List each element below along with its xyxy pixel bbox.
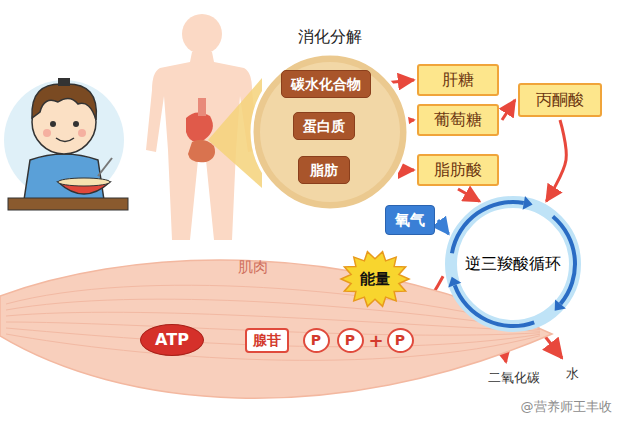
- brown-box: 脂肪: [298, 156, 350, 184]
- flow-arrow: [502, 100, 515, 120]
- cycle-arrowhead: [448, 277, 461, 288]
- product-label: 水: [566, 365, 579, 383]
- yellow-box: 肝糖: [417, 64, 499, 96]
- node-text: 肌肉: [238, 258, 268, 276]
- node-text: 氧气: [395, 211, 425, 229]
- node-text: 碳水化合物: [291, 76, 361, 93]
- pcirc-box: P: [303, 328, 330, 353]
- blue-box: 氧气: [385, 205, 435, 235]
- node-text: 葡萄糖: [434, 110, 482, 129]
- child-eating-part: [43, 129, 51, 137]
- pcirc-box: P: [337, 328, 364, 353]
- child-eating-part: [8, 198, 128, 210]
- brown-box: 碳水化合物: [281, 70, 371, 98]
- node-text: 丙酮酸: [536, 90, 584, 109]
- child-eating-part: [32, 84, 97, 120]
- body-silhouette-part: [198, 98, 206, 116]
- plus-sign: +: [368, 330, 383, 351]
- node-text: P: [311, 332, 321, 349]
- watermark: @营养师王丰收: [521, 398, 612, 416]
- atp-box: ATP: [140, 324, 204, 356]
- node-text: 能量: [360, 270, 390, 288]
- node-text: 脂肪酸: [434, 160, 482, 179]
- product-label: 二氧化碳: [488, 369, 540, 387]
- child-eating-part: [4, 80, 124, 200]
- node-text: 脂肪: [310, 162, 338, 179]
- node-text: 消化分解: [298, 27, 362, 46]
- child-eating-part: [98, 158, 112, 176]
- body-silhouette-part: [188, 140, 215, 163]
- muscle-fiber: [6, 285, 540, 328]
- cycle-arrow: [450, 200, 524, 254]
- node-text: P: [395, 332, 405, 349]
- yellow-box: 脂肪酸: [417, 154, 499, 186]
- node-text: 肝糖: [442, 70, 474, 89]
- yellow-box: 葡萄糖: [417, 104, 499, 136]
- node-text: ATP: [155, 330, 189, 349]
- flow-arrow: [438, 220, 449, 234]
- cycle-arrowhead: [555, 299, 566, 310]
- child-eating-part: [56, 138, 74, 142]
- child-eating-part: [50, 121, 56, 127]
- muscle-fiber: [6, 299, 540, 330]
- child-eating-part: [58, 78, 70, 86]
- cycle-shape: 逆三羧酸循环: [443, 194, 583, 334]
- yellow-box: 丙酮酸: [518, 83, 602, 117]
- node-text: P: [345, 332, 355, 349]
- star-shape: 能量: [340, 250, 410, 308]
- zoom-circle-inner: [260, 62, 400, 202]
- child-eating-part: [78, 129, 86, 137]
- pcirc-box: P: [387, 328, 414, 353]
- body-silhouette-part: [186, 112, 213, 141]
- node-text: 腺苷: [253, 332, 281, 349]
- aden-box: 腺苷: [245, 328, 289, 353]
- child-eating: [4, 78, 128, 210]
- child-eating-part: [73, 121, 79, 127]
- flow-arrow: [458, 189, 480, 201]
- cycle-arrowhead: [523, 196, 533, 210]
- zoom-circle: [252, 54, 408, 210]
- muscle-outline: [0, 260, 552, 398]
- flow-arrow: [546, 120, 566, 201]
- body-silhouette-part: [182, 14, 222, 54]
- node-text: 逆三羧酸循环: [465, 254, 561, 273]
- child-eating-part: [58, 178, 110, 186]
- node-text: 蛋白质: [303, 118, 345, 135]
- brown-box: 蛋白质: [293, 112, 355, 140]
- digest-shape: 消化分解碳水化合物蛋白质脂肪: [250, 52, 410, 212]
